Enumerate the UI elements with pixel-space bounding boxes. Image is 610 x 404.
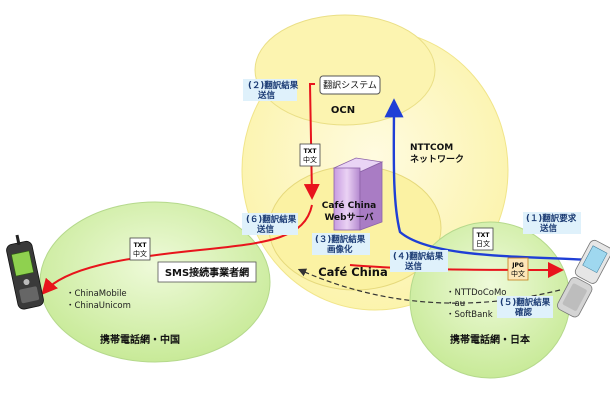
carrier-japan-2: ・au xyxy=(446,299,465,309)
sms-network-node: SMS接続事業者網 xyxy=(157,261,257,283)
step-1-label: (１)翻訳要求 送信 xyxy=(523,212,581,234)
request-arrow xyxy=(384,98,591,262)
cafe-china-label: Café China xyxy=(318,265,388,279)
step-5-line1: (５)翻訳結果 xyxy=(500,297,551,308)
server-label: Café China xyxy=(322,200,376,211)
carrier-japan-1: ・NTTDoCoMo xyxy=(446,288,507,298)
doc-type: JPG xyxy=(511,262,524,269)
sms-network-label: SMS接続事業者網 xyxy=(165,266,249,279)
step-1-line2: 送信 xyxy=(539,223,558,234)
step-2-line1: (２)翻訳結果 xyxy=(248,80,299,91)
jpg-chinese-doc-icon: JPG 中文 xyxy=(507,257,529,281)
step-6-line2: 送信 xyxy=(256,224,275,235)
nttcom-label: NTTCOM xyxy=(410,143,453,153)
txt-japanese-doc-icon: TXT 日文 xyxy=(472,227,494,251)
carrier-china-2: ・ChinaUnicom xyxy=(66,301,131,311)
step-3-line2: 画像化 xyxy=(327,244,353,255)
nttcom-label-sub: ネットワーク xyxy=(410,154,464,165)
japan-phone-icon xyxy=(557,239,610,318)
server-label-sub: Webサーバ xyxy=(324,212,373,223)
txt-chinese-sms-doc-icon: TXT 中文 xyxy=(129,237,151,261)
step-4-line1: (４)翻訳結果 xyxy=(393,251,444,262)
txt-chinese-doc-icon: TXT 中文 xyxy=(299,143,321,167)
step-4-line2: 送信 xyxy=(404,261,423,272)
confirm-arrow xyxy=(297,268,561,304)
step-5-line2: 確認 xyxy=(514,307,533,318)
carrier-japan-3: ・SoftBank xyxy=(446,310,493,320)
doc-lang: 中文 xyxy=(511,269,525,278)
step-3-line1: (３)翻訳結果 xyxy=(315,234,366,245)
doc-type: TXT xyxy=(134,242,148,249)
step-2-line2: 送信 xyxy=(257,90,276,101)
doc-type: TXT xyxy=(477,232,491,239)
doc-lang: 中文 xyxy=(133,249,147,258)
translation-system-node: 翻訳システム xyxy=(319,75,381,95)
step-4-label: (４)翻訳結果 送信 xyxy=(390,250,448,272)
translation-system-label: 翻訳システム xyxy=(323,79,377,91)
ocn-cloud xyxy=(254,14,436,126)
china-phone-icon xyxy=(6,234,44,310)
ocn-label: OCN xyxy=(331,105,355,116)
step-6-label: (６)翻訳結果 送信 xyxy=(242,213,298,235)
step-5-label: (５)翻訳結果 確認 xyxy=(497,296,553,318)
step-6-line1: (６)翻訳結果 xyxy=(246,214,297,225)
mobile-china-label: 携帯電話網・中国 xyxy=(100,333,180,346)
doc-lang: 日文 xyxy=(476,239,490,248)
step-2-label: (２)翻訳結果 送信 xyxy=(243,79,299,101)
doc-lang: 中文 xyxy=(303,155,317,164)
web-server-icon xyxy=(332,157,384,231)
doc-type: TXT xyxy=(304,148,318,155)
step-1-line1: (１)翻訳要求 xyxy=(526,213,577,224)
mobile-japan-label: 携帯電話網・日本 xyxy=(450,333,531,346)
carrier-china-1: ・ChinaMobile xyxy=(66,289,127,299)
step-3-label: (３)翻訳結果 画像化 xyxy=(312,233,370,255)
